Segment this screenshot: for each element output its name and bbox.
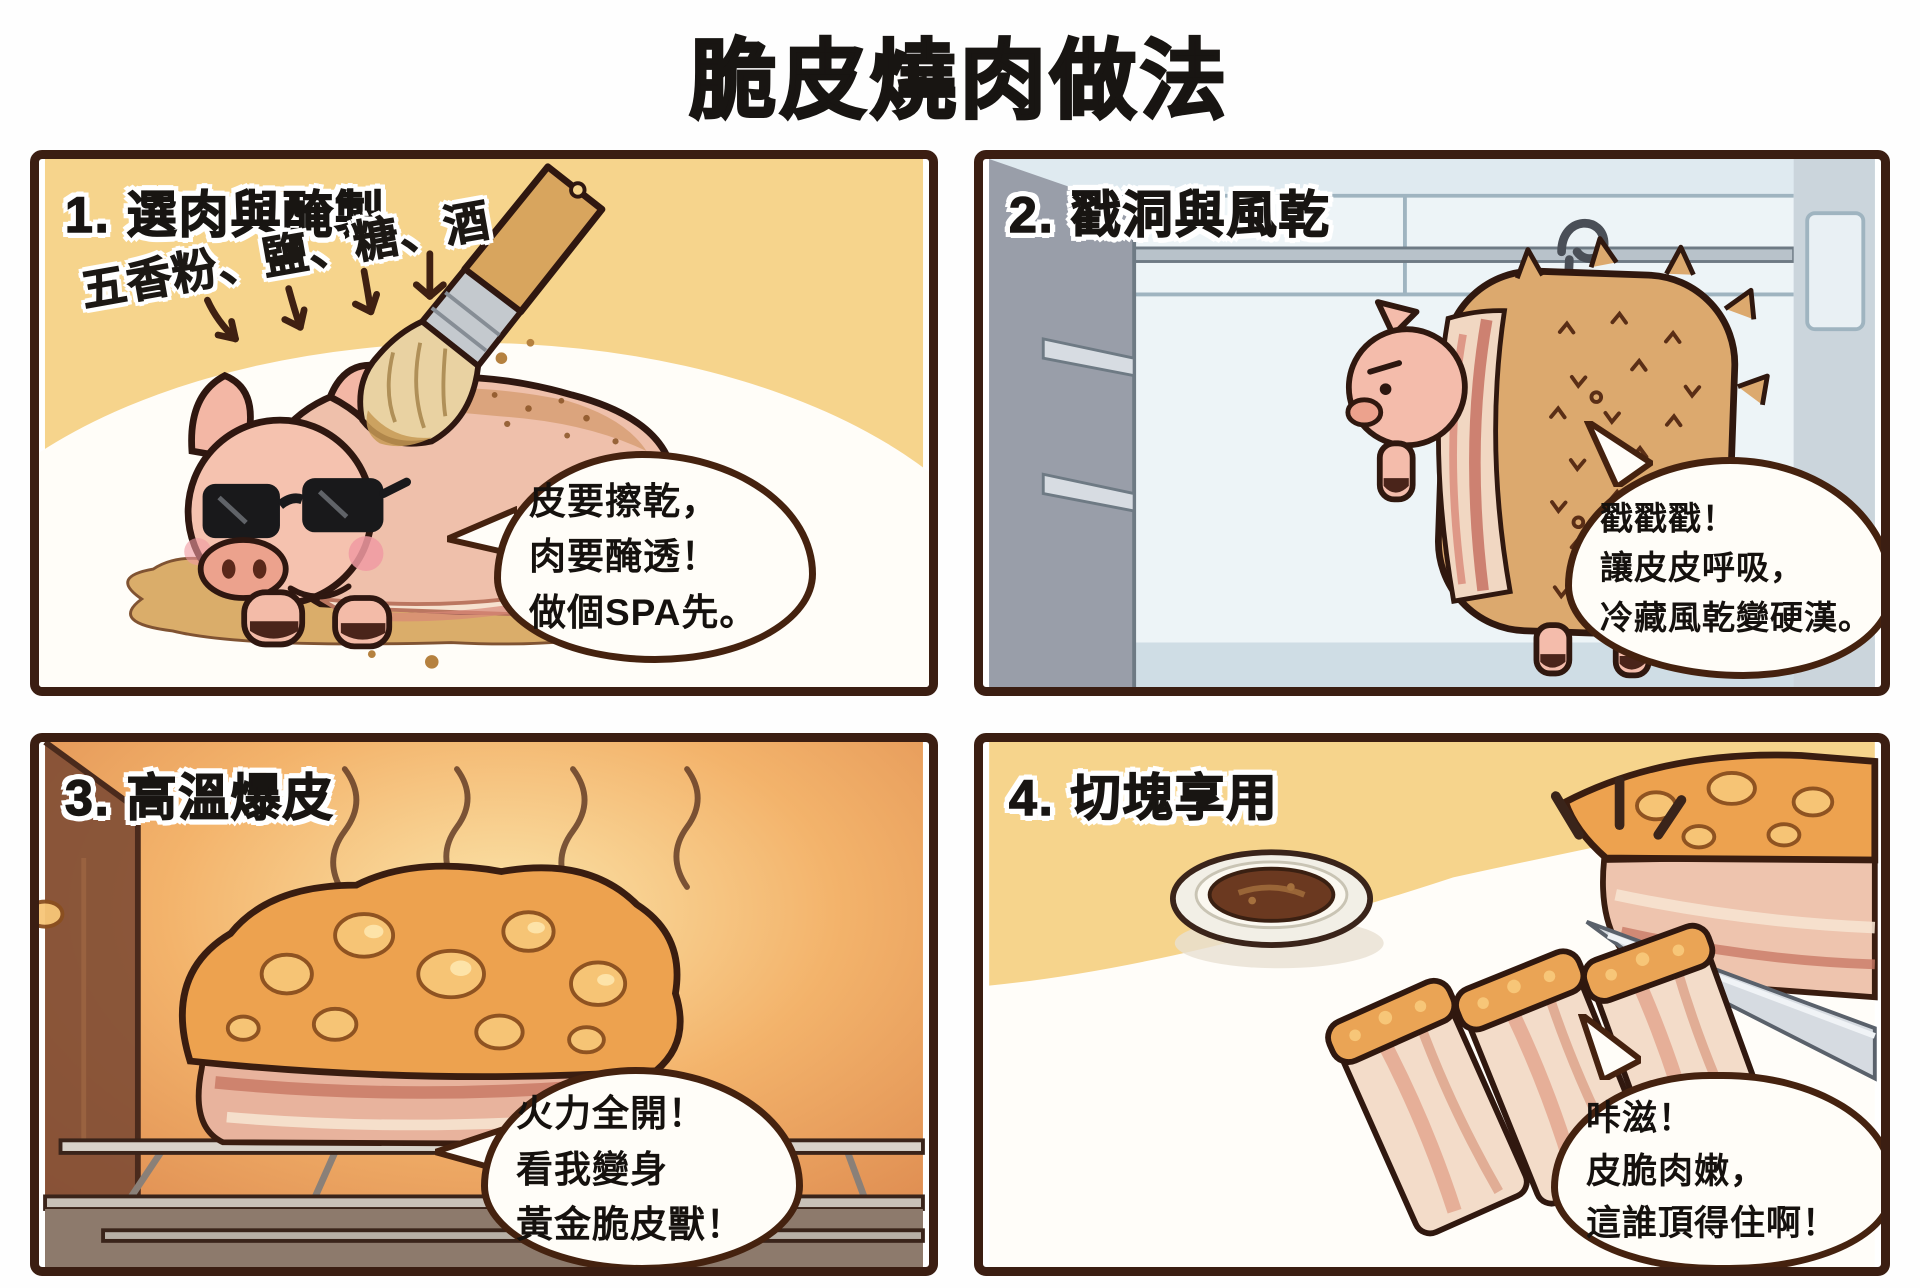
speech-bubble-4: 咔滋！ 皮脆肉嫩， 這誰頂得住啊！ [1551, 1072, 1881, 1267]
panel-4-header: 4. 切塊享用 [1008, 769, 1279, 827]
hanging-pork-illustration [989, 159, 1875, 687]
sunglasses-icon [202, 477, 411, 539]
grumpy-pig-head [1345, 299, 1468, 503]
sauce-dish [1169, 849, 1384, 969]
oven-wall [43, 742, 141, 1267]
speech-bubble-3: 火力全開！ 看我變身 黃金脆皮獸！ [481, 1067, 803, 1267]
panel-1-header: 1. 選肉與醃製 [64, 186, 387, 244]
panel-2-poke-dry: 2. 戳洞與風乾 戳戳戳！ 讓皮皮呼吸， 冷藏風乾變硬漢。 [974, 150, 1890, 696]
panel-3-header: 3. 高溫爆皮 [64, 769, 335, 827]
basting-brush-icon [357, 163, 606, 447]
panel-2-header: 2. 戳洞與風乾 [1008, 186, 1331, 244]
panel-3-roast: 3. 高溫爆皮 火力全開！ 看我變身 黃金脆皮獸！ [30, 733, 938, 1276]
panel-1-marinate: 1. 選肉與醃製 五香粉、鹽、糖、酒 皮要擦乾， 肉要醃透！ 做個SPA先。 [30, 150, 938, 696]
bubble-tail [1584, 421, 1653, 487]
page-title: 脆皮燒肉做法 [689, 32, 1230, 131]
fridge-rail [1103, 246, 1796, 263]
marinade-arrows [204, 250, 447, 343]
speech-bubble-1: 皮要擦乾， 肉要醃透！ 做個SPA先。 [494, 451, 816, 663]
pig-trotters [241, 589, 393, 650]
fridge-door-left [989, 159, 1137, 687]
bubble-tail [1578, 1014, 1641, 1080]
emphasis-strokes [1550, 775, 1687, 840]
panel-4-slice: 4. 切塊享用 咔滋！ 皮脆肉嫩， 這誰頂得住啊！ [974, 733, 1890, 1276]
speech-bubble-2: 戳戳戳！ 讓皮皮呼吸， 冷藏風乾變硬漢。 [1565, 457, 1881, 679]
